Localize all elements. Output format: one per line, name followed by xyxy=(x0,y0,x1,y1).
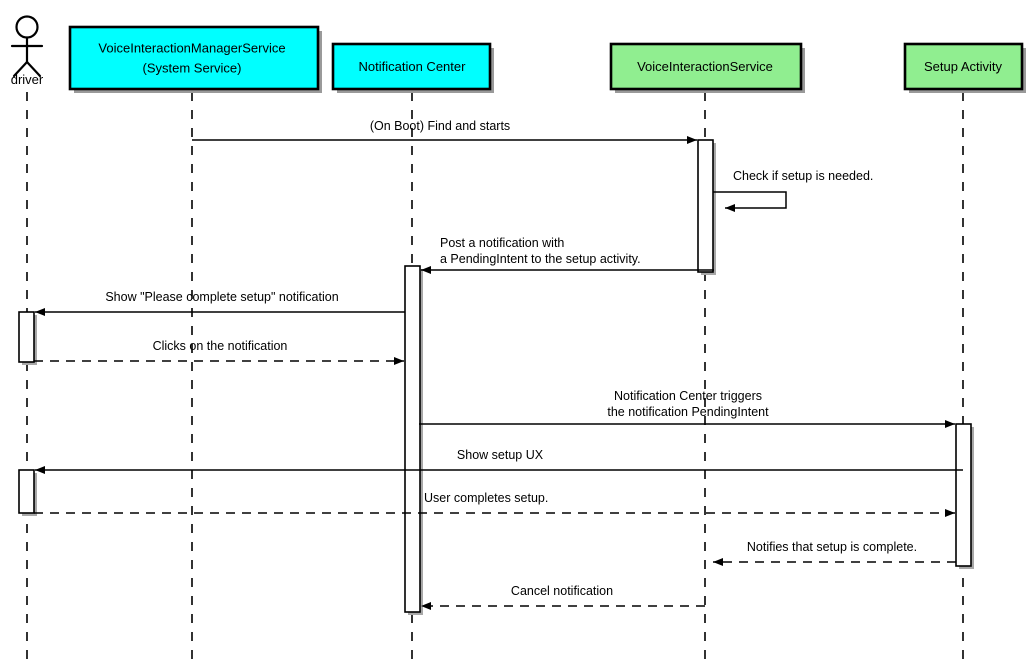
participant-label-voice_interaction_service: VoiceInteractionService xyxy=(637,59,773,74)
participant-label-driver: driver xyxy=(11,72,44,87)
message-label-msg-show-please-complete-setup: Show "Please complete setup" notificatio… xyxy=(105,290,338,304)
participant-box-vims[interactable] xyxy=(68,25,320,91)
driver-actor-icon xyxy=(10,15,44,78)
message-label-msg-post-a-notification-line2: a PendingIntent to the setup activity. xyxy=(440,252,641,266)
message-msg-clicks-on-the-notification[interactable]: Clicks on the notification xyxy=(34,339,404,365)
participant-voice_interaction_service[interactable]: VoiceInteractionService xyxy=(609,42,805,93)
participant-label-vims-line2: (System Service) xyxy=(143,60,242,75)
message-msg-notifies-that-setup-is-complete[interactable]: Notifies that setup is complete. xyxy=(713,540,956,566)
participant-setup_activity[interactable]: Setup Activity xyxy=(903,42,1026,93)
message-label-msg-notification-center-triggers-line2: the notification PendingIntent xyxy=(607,405,769,419)
message-label-msg-notifies-that-setup-is-complete: Notifies that setup is complete. xyxy=(747,540,917,554)
participant-box-voice_interaction_service[interactable] xyxy=(609,42,803,91)
message-label-msg-show-setup-ux: Show setup UX xyxy=(457,448,544,462)
participant-label-vims-line1: VoiceInteractionManagerService xyxy=(98,40,285,55)
activation-rect-nc-activation xyxy=(404,265,421,613)
message-msg-notification-center-triggers[interactable]: Notification Center triggers the notifica… xyxy=(419,389,955,428)
activation-rect-driver-activation-2 xyxy=(18,469,35,514)
message-label-msg-notification-center-triggers-line1: Notification Center triggers xyxy=(614,389,762,403)
activation-rect-vis-activation xyxy=(697,139,714,273)
message-msg-post-a-notification[interactable]: Post a notification with a PendingIntent … xyxy=(421,236,714,274)
activation-bar-notification_center xyxy=(404,265,423,615)
message-msg-user-completes-setup[interactable]: User completes setup. xyxy=(34,491,955,517)
participant-label-setup_activity: Setup Activity xyxy=(924,59,1003,74)
message-msg-show-please-complete-setup[interactable]: Show "Please complete setup" notificatio… xyxy=(35,290,405,316)
message-msg-cancel-notification[interactable]: Cancel notification xyxy=(421,584,705,610)
message-label-msg-on-boot-find-and-starts: (On Boot) Find and starts xyxy=(370,119,510,133)
activation-bar-voice_interaction_service xyxy=(697,139,716,275)
message-label-msg-check-if-setup-is-needed: Check if setup is needed. xyxy=(733,169,873,183)
message-msg-check-if-setup-is-needed[interactable]: Check if setup is needed. xyxy=(713,169,873,212)
message-label-msg-user-completes-setup: User completes setup. xyxy=(424,491,548,505)
activations-group xyxy=(18,139,974,615)
participant-vims[interactable]: VoiceInteractionManagerService (System Se… xyxy=(68,25,322,93)
message-label-msg-clicks-on-the-notification: Clicks on the notification xyxy=(153,339,288,353)
participants-group: driver VoiceInteractionManagerService (Sys… xyxy=(11,25,1026,93)
activation-rect-setup-activation xyxy=(955,423,972,567)
message-msg-on-boot-find-and-starts[interactable]: (On Boot) Find and starts xyxy=(192,119,697,144)
activation-bar-driver xyxy=(18,311,37,365)
participant-box-setup_activity[interactable] xyxy=(903,42,1024,91)
participant-notification_center[interactable]: Notification Center xyxy=(331,42,494,93)
activation-bar-setup_activity xyxy=(955,423,974,569)
participant-label-notification_center: Notification Center xyxy=(359,59,467,74)
message-label-msg-post-a-notification-line1: Post a notification with xyxy=(440,236,564,250)
message-msg-show-setup-ux[interactable]: Show setup UX xyxy=(35,448,963,474)
message-arrow-msg-check-if-setup-is-needed xyxy=(713,191,787,212)
activation-rect-driver-activation-1 xyxy=(18,311,35,363)
activation-bar-driver xyxy=(18,469,37,516)
message-label-msg-cancel-notification: Cancel notification xyxy=(511,584,613,598)
participant-box-notification_center[interactable] xyxy=(331,42,492,91)
